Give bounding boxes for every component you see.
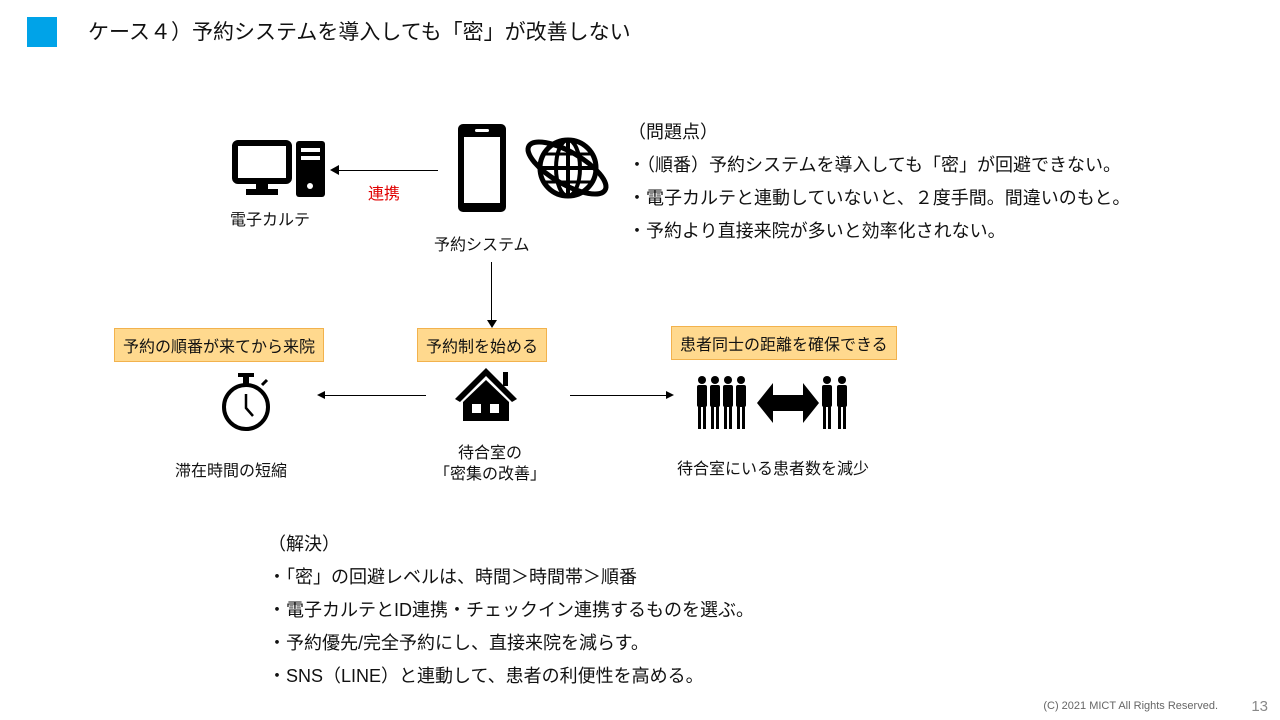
reservation-system-label: 予約システム bbox=[434, 237, 530, 254]
stopwatch-icon bbox=[222, 373, 270, 431]
link-arrow bbox=[338, 170, 438, 171]
left-arrow bbox=[322, 395, 426, 396]
solutions-heading: （解決） bbox=[268, 534, 340, 554]
house-icon bbox=[455, 368, 517, 421]
center-label-line: 「密集の改善」 bbox=[433, 466, 546, 483]
arrow-head bbox=[666, 391, 674, 399]
right-arrow bbox=[570, 395, 668, 396]
center-result-label: 待合室の 「密集の改善」 bbox=[415, 443, 565, 485]
left-result-label: 滞在時間の短縮 bbox=[175, 463, 288, 480]
callout-box-left: 予約の順番が来てから来院 bbox=[114, 328, 325, 362]
solution-item: ・電子カルテとID連携・チェックイン連携するものを選ぶ。 bbox=[268, 600, 754, 620]
down-arrow bbox=[491, 262, 492, 322]
globe-icon bbox=[525, 137, 609, 199]
solution-item: ・SNS（LINE）と連動して、患者の利便性を高める。 bbox=[268, 666, 704, 686]
right-result-label: 待合室にいる患者数を減少 bbox=[677, 461, 870, 478]
ehr-label: 電子カルテ bbox=[230, 212, 311, 229]
problems-heading: （問題点） bbox=[628, 122, 718, 142]
title-marker bbox=[27, 17, 57, 47]
link-label: 連携 bbox=[368, 186, 401, 203]
solution-item: ・「密」の回避レベルは、時間＞時間帯＞順番 bbox=[268, 567, 637, 587]
problem-item: ・電子カルテと連動していないと、２度手間。間違いのもと。 bbox=[628, 188, 1131, 208]
copyright: (C) 2021 MICT All Rights Reserved. bbox=[1043, 700, 1218, 712]
smartphone-icon bbox=[458, 124, 506, 212]
desktop-computer-icon bbox=[232, 140, 325, 197]
arrow-head bbox=[317, 391, 325, 399]
callout-box-right: 患者同士の距離を確保できる bbox=[671, 326, 897, 360]
arrow-head bbox=[487, 320, 497, 328]
center-label-line: 待合室の bbox=[457, 445, 522, 462]
arrow-head bbox=[330, 165, 339, 175]
solution-item: ・予約優先/完全予約にし、直接来院を減らす。 bbox=[268, 633, 649, 653]
page-title: ケース４）予約システムを導入しても「密」が改善しない bbox=[88, 21, 631, 44]
callout-box-center: 予約制を始める bbox=[417, 328, 548, 362]
page-number: 13 bbox=[1251, 698, 1268, 715]
solutions-section: （解決） ・「密」の回避レベルは、時間＞時間帯＞順番 ・電子カルテとID連携・チ… bbox=[268, 528, 754, 693]
problems-section: （問題点） ・（順番）予約システムを導入しても「密」が回避できない。 ・電子カル… bbox=[628, 116, 1130, 248]
problem-item: ・（順番）予約システムを導入しても「密」が回避できない。 bbox=[628, 155, 1122, 175]
people-distance-icon bbox=[697, 376, 847, 429]
problem-item: ・予約より直接来院が多いと効率化されない。 bbox=[628, 221, 1006, 241]
